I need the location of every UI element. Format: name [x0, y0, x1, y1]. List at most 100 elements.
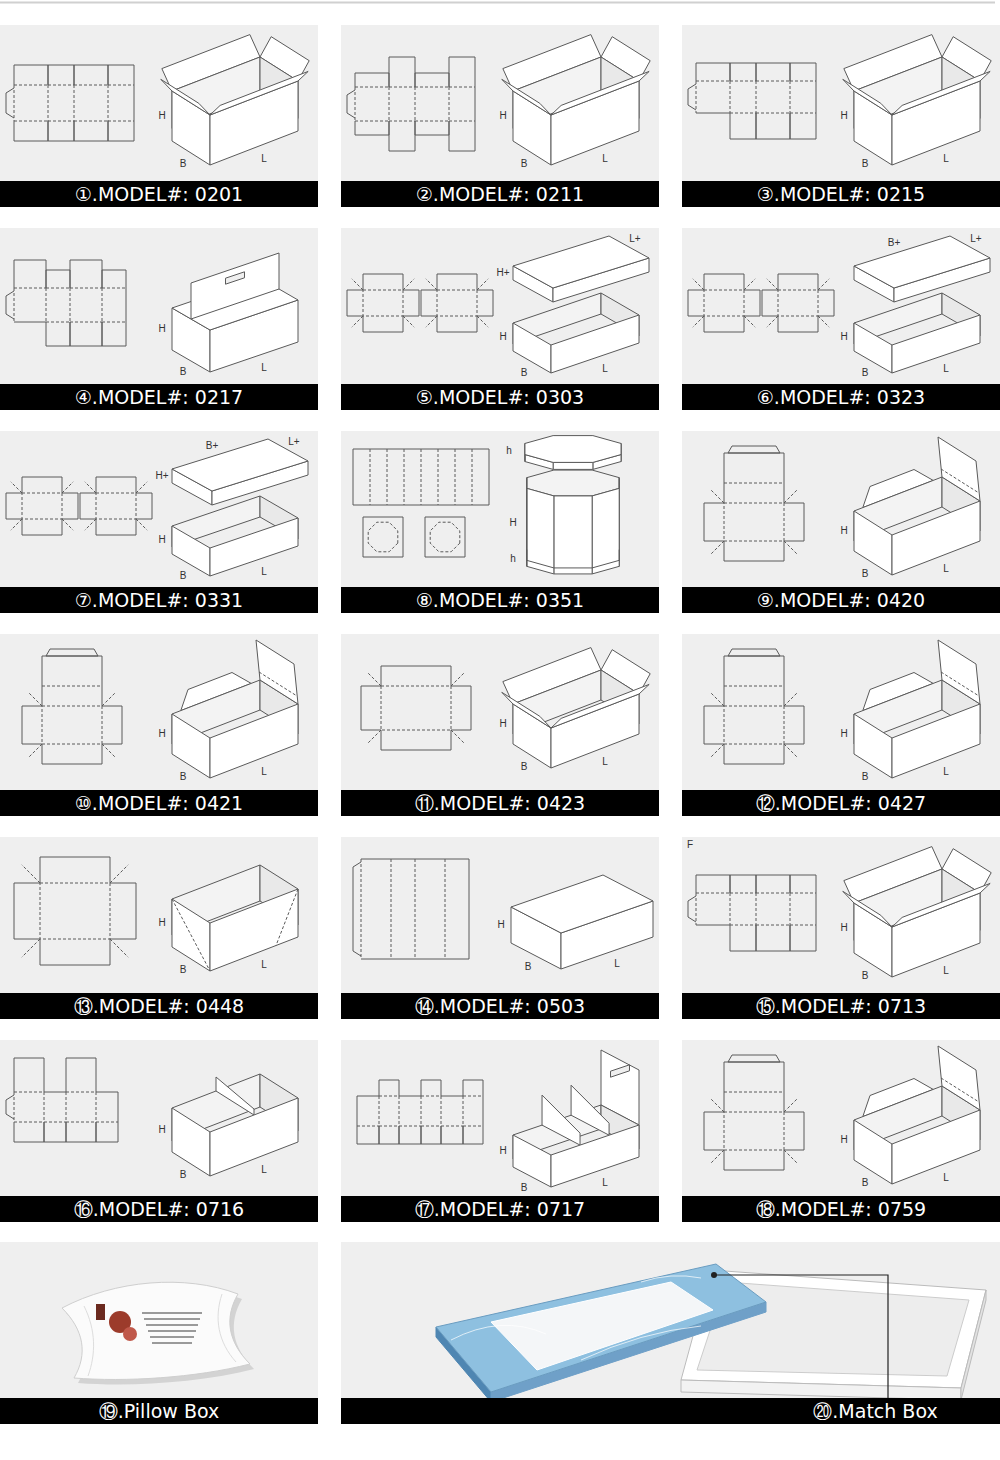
- fold-line: [415, 87, 416, 121]
- fold-line: [756, 81, 757, 113]
- model-label-bar: ①.MODEL#: 0201: [0, 181, 318, 207]
- fold-line: [389, 121, 415, 122]
- corner-fold: [784, 744, 798, 758]
- cut-line: [361, 859, 391, 860]
- flap-outline: [449, 57, 475, 87]
- box-flap: [502, 79, 551, 115]
- box-flap: [892, 883, 990, 927]
- flap-outline: [463, 1126, 483, 1144]
- fold-line: [696, 81, 730, 82]
- panel-edge: [475, 87, 476, 121]
- model-label: ①.MODEL#: 0201: [75, 181, 243, 207]
- box-illustration: [704, 437, 980, 575]
- fold-line: [102, 288, 103, 322]
- dimension-letter: B: [179, 1170, 188, 1180]
- corner-fold: [784, 541, 798, 555]
- print-mark: [96, 1304, 105, 1320]
- fold-line: [724, 503, 784, 541]
- corner-fold: [710, 541, 724, 555]
- flap-outline: [379, 1126, 399, 1144]
- panel-ground: [341, 228, 659, 410]
- dieline-outline: [22, 656, 122, 764]
- corner-fold: [62, 482, 73, 493]
- dimension-letter: L: [942, 966, 950, 976]
- box-side: [854, 1120, 892, 1184]
- fold-line: [368, 522, 398, 552]
- corner-fold: [62, 519, 73, 530]
- fold-line: [756, 925, 790, 926]
- box-side: [172, 1108, 210, 1176]
- flap-outline: [14, 260, 46, 288]
- fold-line: [42, 706, 102, 744]
- box-side: [513, 323, 551, 373]
- corner-fold: [110, 939, 128, 957]
- box-front: [210, 518, 298, 576]
- fold-line: [790, 893, 791, 925]
- cut-line: [472, 505, 489, 506]
- corner-fold: [710, 1150, 724, 1164]
- corner-fold: [367, 730, 381, 744]
- dimension-letter: H: [839, 526, 848, 536]
- flap-outline: [44, 1122, 66, 1142]
- sleeve-top: [436, 1264, 766, 1392]
- cut-line: [370, 449, 387, 450]
- dimension-letter: L: [260, 567, 268, 577]
- fold-line: [724, 686, 784, 687]
- flap-outline: [790, 925, 816, 951]
- box-front: [210, 1098, 298, 1176]
- flap-outline: [730, 875, 756, 893]
- corner-fold: [22, 939, 40, 957]
- corner-fold: [136, 519, 147, 530]
- fold-line: [696, 893, 730, 894]
- fold-line: [421, 1096, 441, 1097]
- fold-line: [730, 81, 731, 113]
- cut-line: [472, 449, 489, 450]
- corner-fold: [403, 316, 414, 327]
- dieline-outline: [347, 274, 419, 332]
- dimension-letter: H: [498, 1146, 507, 1156]
- fold-line: [756, 893, 757, 925]
- fold-line: [74, 121, 108, 122]
- panel-ground: [341, 1242, 1000, 1424]
- fold-line: [102, 288, 126, 289]
- flap-outline: [415, 121, 449, 135]
- glue-tab: [347, 90, 355, 118]
- box-side: [854, 511, 892, 575]
- lid-fold: [259, 672, 297, 696]
- fold-line: [96, 493, 136, 519]
- fold-line: [463, 1096, 464, 1126]
- fold-line: [66, 1092, 96, 1093]
- glue-tab: [6, 291, 14, 319]
- leader-dot: [711, 1272, 717, 1278]
- dimension-letter: L+: [628, 234, 641, 244]
- dieline-outline: [425, 517, 465, 557]
- box-illustration: [361, 648, 650, 768]
- fold-line: [355, 87, 389, 88]
- box-side: [172, 714, 210, 778]
- corner-fold: [102, 692, 116, 706]
- dimension-letter: H: [496, 920, 505, 930]
- corner-fold: [352, 316, 363, 327]
- panel-ground: [682, 431, 1000, 613]
- corner-fold: [710, 489, 724, 503]
- dimension-letter: L: [260, 154, 268, 164]
- fold-line: [74, 85, 108, 86]
- panel-ground: [0, 634, 318, 816]
- fold-line: [66, 1122, 96, 1123]
- dieline-outline: [704, 656, 804, 764]
- fold-line: [363, 290, 403, 316]
- dimension-letter: H: [157, 918, 166, 928]
- flap-outline: [66, 1058, 96, 1092]
- cut-line: [404, 449, 421, 450]
- fold-line: [108, 85, 134, 86]
- fold-line: [472, 449, 473, 505]
- print-line: [148, 1330, 196, 1332]
- corner-fold: [276, 889, 298, 946]
- dimension-letter: H: [157, 324, 166, 334]
- dimension-letter: B+: [887, 238, 902, 248]
- corner-fold: [477, 279, 488, 290]
- glue-tab: [688, 896, 696, 922]
- fold-line: [14, 121, 48, 122]
- panel-edge: [696, 893, 697, 925]
- flap-outline: [790, 63, 816, 81]
